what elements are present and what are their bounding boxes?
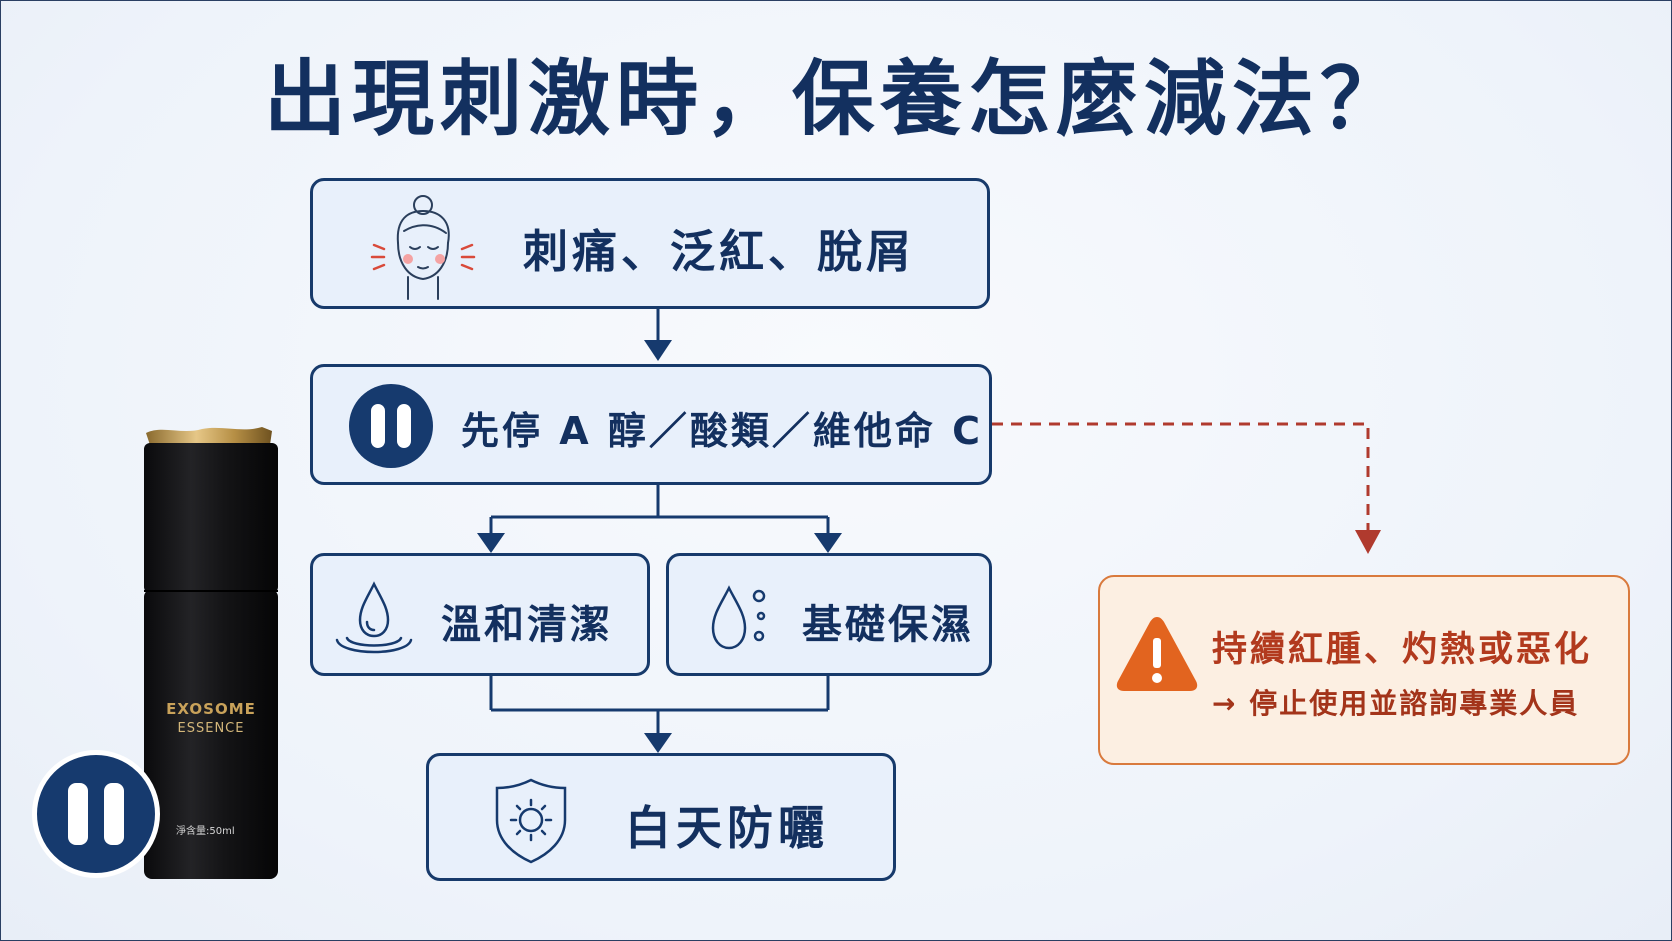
arrowhead-warning [1355, 530, 1381, 554]
cleanse-label: 溫和清潔 [441, 602, 613, 648]
irritated-face-icon [370, 195, 476, 300]
symptoms-label: 刺痛、泛紅、脫屑 [523, 225, 916, 278]
water-drop-ripple-icon [335, 581, 413, 654]
product-bottle [144, 427, 278, 879]
arrowhead-sun [644, 733, 672, 753]
product-volume: 淨含量:50ml [176, 826, 235, 837]
arrowhead-stop [644, 340, 672, 361]
stop-label: 先停 A 醇／酸類／維他命 C [461, 409, 983, 453]
stop-box: 先停 A 醇／酸類／維他命 C [310, 364, 992, 485]
moisturize-label: 基礎保濕 [802, 602, 974, 648]
page-title: 出現刺激時，保養怎麼減法？ [263, 51, 1408, 147]
water-drops-icon [711, 585, 766, 650]
product-brand: EXOSOME [166, 700, 256, 718]
product-sub: ESSENCE [177, 721, 245, 736]
symptoms-box: 刺痛、泛紅、脫屑 [310, 178, 990, 309]
moisturize-box: 基礎保濕 [666, 553, 992, 676]
arrowhead-cleanse [477, 533, 505, 553]
cleanse-box: 溫和清潔 [310, 553, 650, 676]
warning-line2: → 停止使用並諮詢專業人員 [1212, 687, 1580, 720]
dashed-arrow-warning [992, 422, 1370, 530]
warning-box: 持續紅腫、灼熱或惡化 → 停止使用並諮詢專業人員 [1098, 575, 1630, 765]
pause-icon [349, 384, 433, 468]
warning-triangle-icon [1116, 617, 1198, 691]
arrowhead-moisturize [814, 533, 842, 553]
sun-label: 白天防曬 [625, 801, 829, 855]
warning-line1: 持續紅腫、灼熱或惡化 [1212, 630, 1593, 670]
sun-box: 白天防曬 [426, 753, 896, 881]
sun-shield-icon [495, 778, 567, 864]
pause-badge-icon [32, 750, 160, 878]
